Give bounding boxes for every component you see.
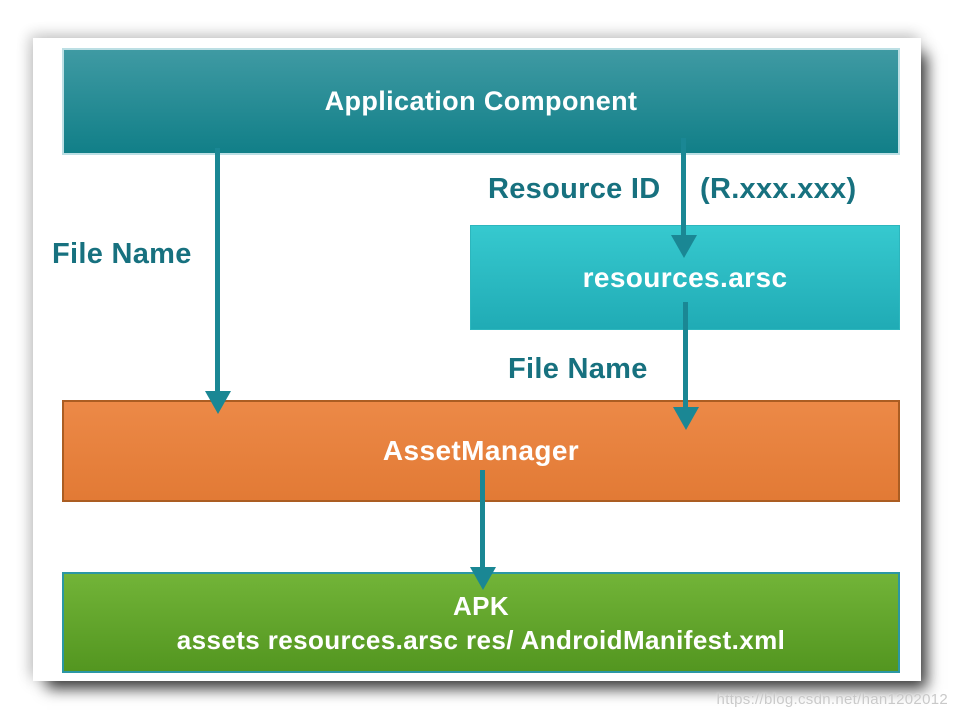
edge-label-resource-id: Resource ID <box>488 173 661 205</box>
edge-label-file-name-left: File Name <box>52 238 192 270</box>
node-apk-title: APK <box>452 590 510 621</box>
arrow-head-icon <box>204 391 231 414</box>
node-apk-contents: assets resources.arsc res/ AndroidManife… <box>176 624 786 655</box>
edge-label-resource-id-pattern: (R.xxx.xxx) <box>700 173 857 205</box>
node-application-component: Application Component <box>62 48 900 155</box>
node-resources-arsc-label: resources.arsc <box>582 261 788 293</box>
arrow-head-icon <box>670 235 697 258</box>
arrow-shaft <box>215 148 220 391</box>
arrow-head-icon <box>469 567 496 590</box>
arrow-resourcesarsc-to-assetmanager <box>672 302 699 430</box>
node-application-component-label: Application Component <box>324 86 638 116</box>
node-asset-manager-label: AssetManager <box>382 435 580 466</box>
arrow-appcomponent-to-assetmanager <box>204 148 231 414</box>
arrow-head-icon <box>672 407 699 430</box>
watermark: https://blog.csdn.net/han1202012 <box>716 691 948 708</box>
arrow-shaft <box>480 470 485 567</box>
arrow-shaft <box>681 138 686 235</box>
edge-label-file-name-right: File Name <box>508 353 648 385</box>
arrow-appcomponent-to-resourcesarsc <box>670 138 697 258</box>
arrow-shaft <box>683 302 688 407</box>
arrow-assetmanager-to-apk <box>469 470 496 590</box>
